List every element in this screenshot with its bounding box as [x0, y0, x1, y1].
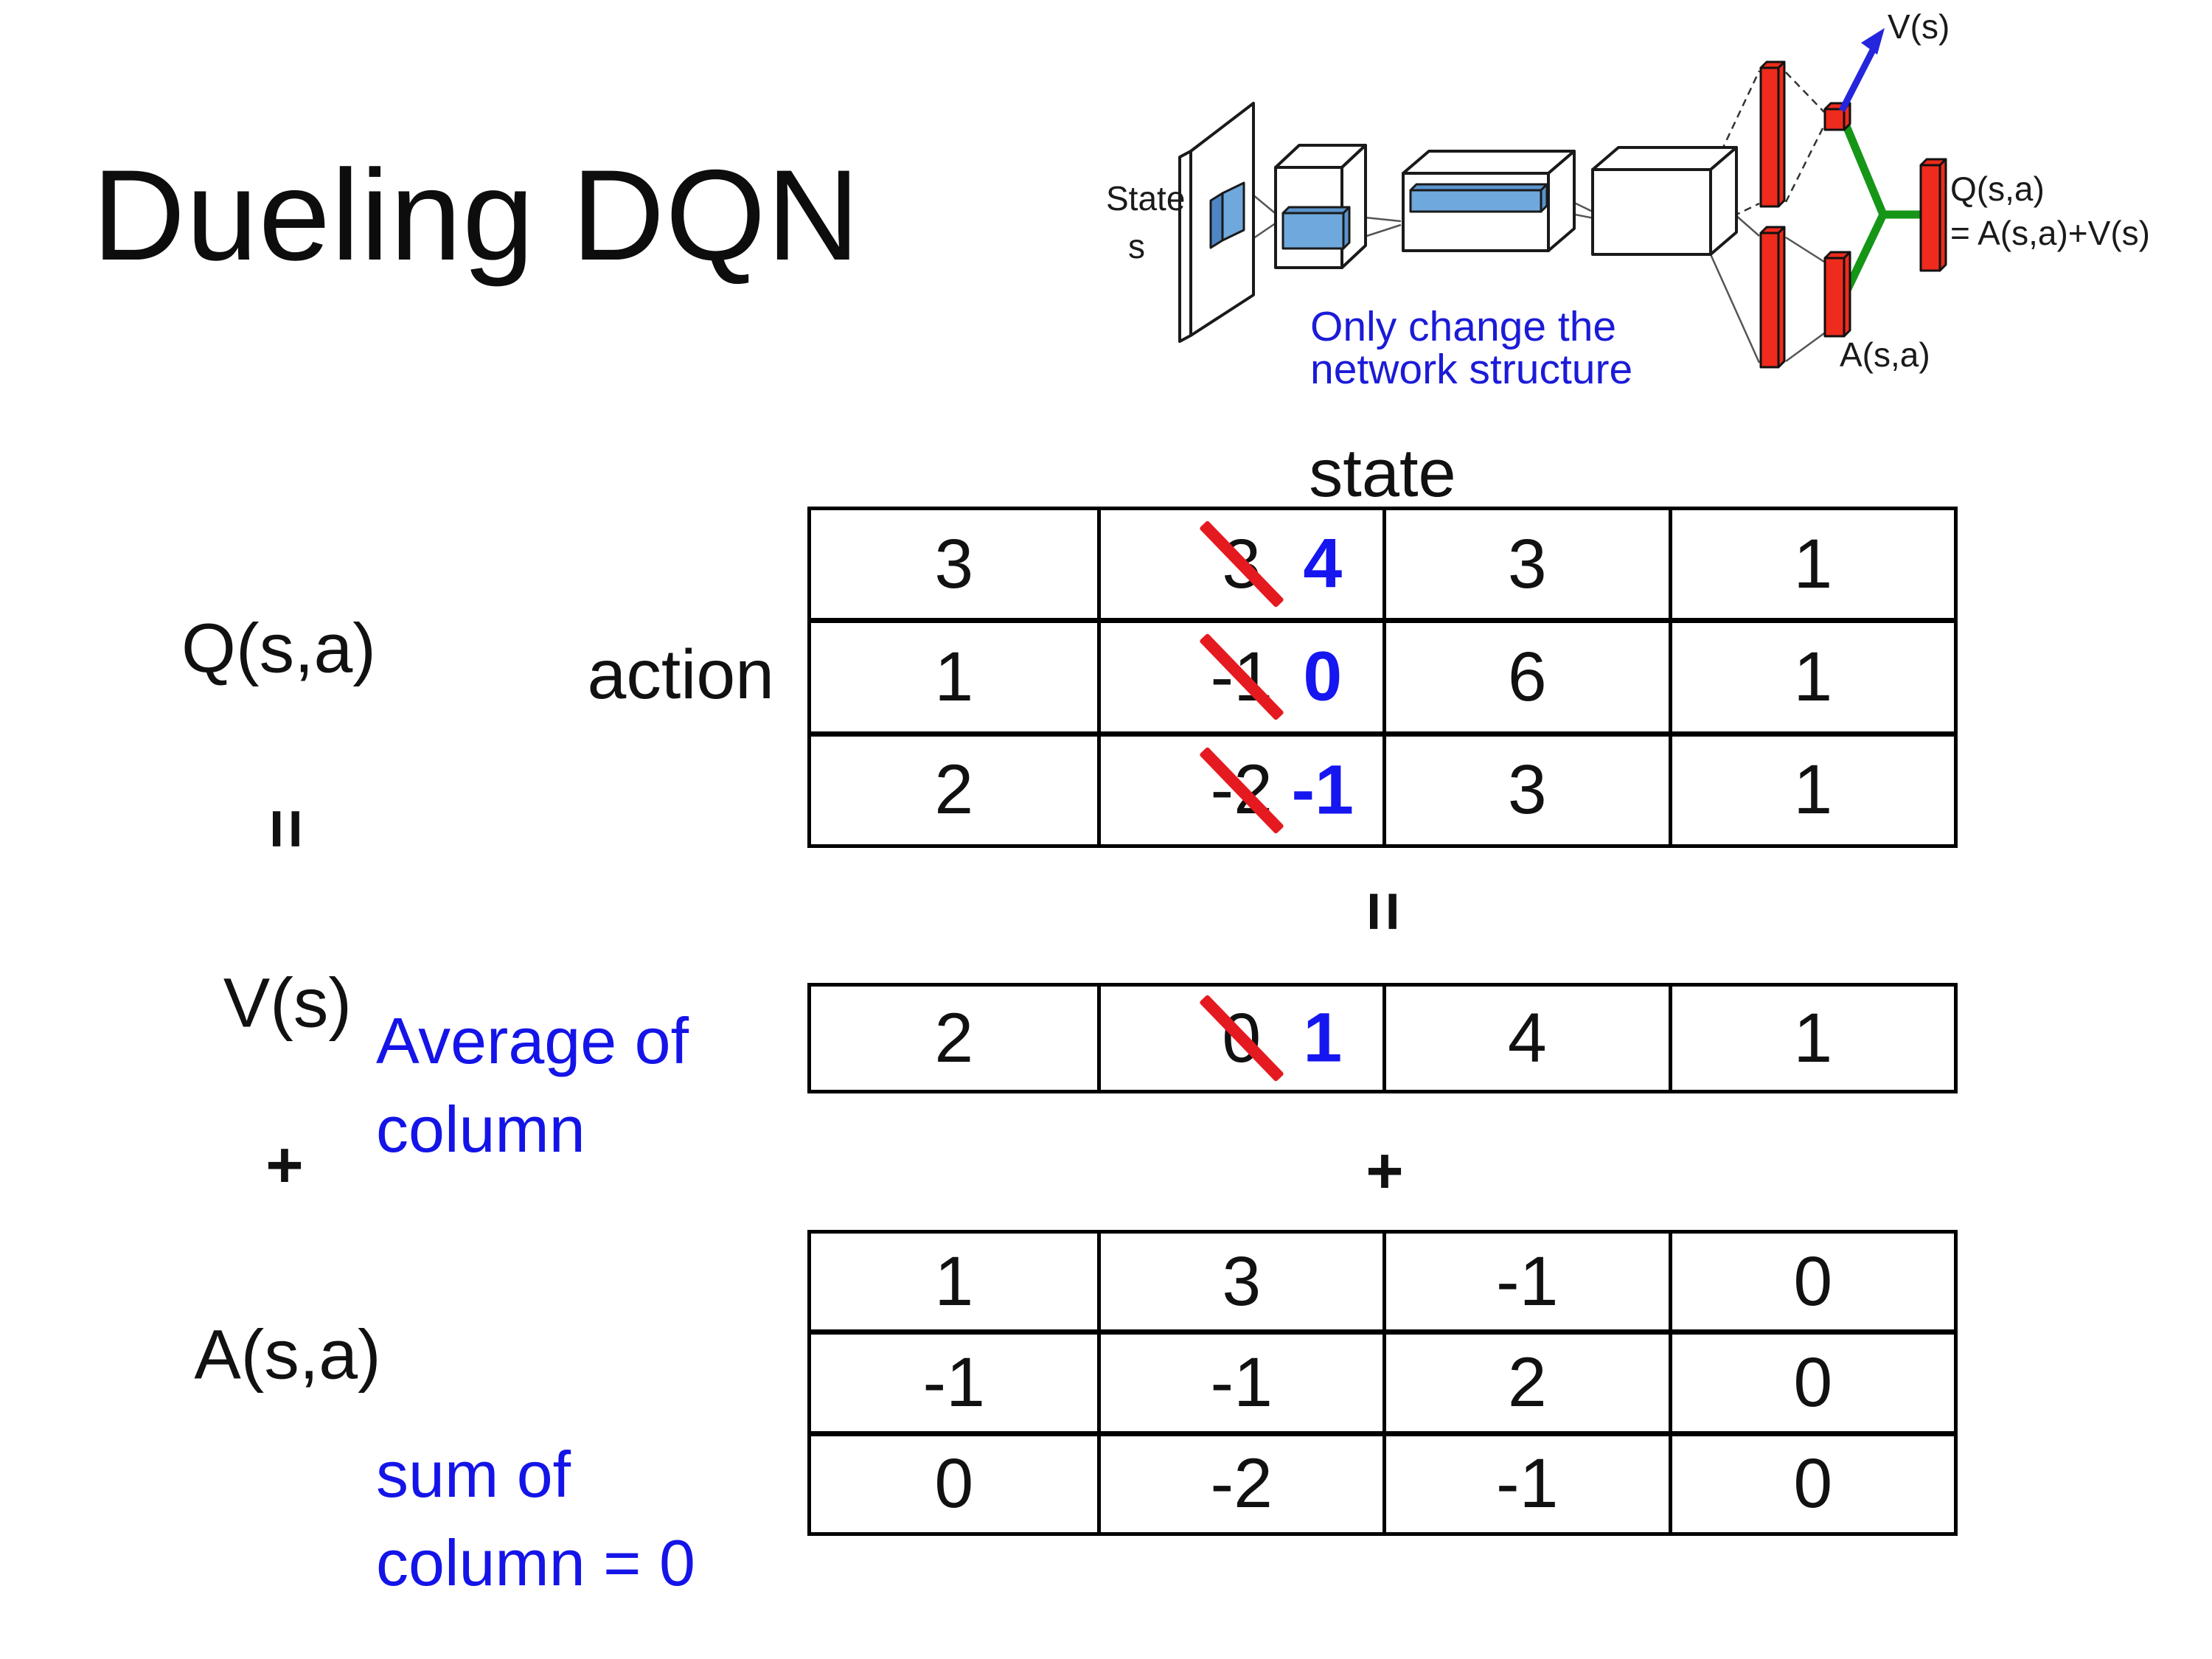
- cell-value: -1: [1496, 1242, 1559, 1321]
- cell-value: -1: [1210, 1343, 1273, 1422]
- table-cell: 2: [811, 987, 1097, 1090]
- cell-value: 1: [1793, 637, 1833, 716]
- cell-value: 4: [1507, 998, 1547, 1077]
- cell-value: 0: [1793, 1444, 1833, 1523]
- cell-value: -2: [1210, 1444, 1273, 1523]
- table-cell: 1: [811, 618, 1097, 731]
- diagram-q-label: Q(s,a): [1950, 170, 2045, 208]
- feature-map-bars: [1209, 181, 1548, 250]
- cell-value: 3: [1222, 1242, 1262, 1321]
- table-cell: 3: [1096, 1234, 1383, 1330]
- equals-sign-mid: =: [1344, 891, 1423, 932]
- table-cell: 01: [1096, 987, 1383, 1090]
- table-cell: 3: [811, 510, 1097, 618]
- table-cell: 2: [1382, 1329, 1669, 1431]
- state-axis-label: state: [1309, 436, 1456, 511]
- q-function-label: Q(s,a): [181, 609, 376, 688]
- table-cell: 0: [1668, 1234, 1955, 1330]
- cell-value: 6: [1507, 637, 1547, 716]
- corrected-value: 1: [1303, 998, 1343, 1077]
- cell-value: 2: [934, 998, 974, 1077]
- cell-value: 1: [934, 1242, 974, 1321]
- cell-value: 0: [1793, 1242, 1833, 1321]
- cell-value: 2: [1507, 1343, 1547, 1422]
- merge-green-lines: [1840, 120, 1920, 297]
- corrected-value: -1: [1291, 751, 1354, 830]
- sum-of-column-note: sum of column = 0: [376, 1430, 695, 1607]
- corrected-value: 4: [1303, 524, 1343, 603]
- table-cell: 0: [811, 1430, 1097, 1532]
- cell-value: 1: [1793, 751, 1833, 830]
- diagram-v-label: V(s): [1888, 7, 1950, 46]
- diagram-state-label: State: [1106, 179, 1185, 218]
- table-cell: -2: [1096, 1430, 1382, 1532]
- a-function-label: A(s,a): [194, 1315, 381, 1394]
- cell-value: 3: [1507, 524, 1547, 603]
- table-cell: -1: [811, 1329, 1097, 1430]
- note-line: sum of: [376, 1438, 571, 1511]
- action-axis-label: action: [587, 636, 774, 714]
- table-cell: 1: [811, 1234, 1097, 1329]
- table-cell: 2: [811, 731, 1097, 844]
- v-value-table: 2 01 4 1: [807, 983, 1958, 1093]
- note-line: column: [376, 1092, 585, 1166]
- cell-value: 0: [1793, 1343, 1833, 1422]
- v-function-label: V(s): [223, 964, 352, 1043]
- equals-sign-left: =: [247, 808, 326, 849]
- a-value-table: 1 3 -1 0 -1 -1 2 0 0 -2 -1 0: [807, 1230, 1958, 1536]
- table-cell: 6: [1382, 618, 1669, 731]
- cell-value: 1: [934, 637, 974, 716]
- fc-red-bars: [1759, 60, 1947, 369]
- table-cell: 1: [1668, 618, 1954, 731]
- cell-value: -1: [1496, 1444, 1559, 1523]
- cell-value: 3: [1507, 751, 1547, 830]
- table-cell: -1: [1096, 1329, 1382, 1431]
- table-cell: 3: [1382, 510, 1669, 619]
- cell-value: 1: [1793, 524, 1833, 603]
- average-of-column-note: Average of column: [376, 997, 689, 1173]
- diagram-q-formula: = A(s,a)+V(s): [1950, 214, 2150, 252]
- cell-value: -1: [922, 1343, 985, 1422]
- table-cell: -10: [1096, 618, 1382, 731]
- table-cell: 0: [1668, 1329, 1954, 1431]
- diagram-note-line2: network structure: [1310, 346, 1632, 393]
- corrected-value: 0: [1303, 637, 1343, 716]
- table-cell: -1: [1382, 1234, 1669, 1330]
- cell-value: 1: [1793, 998, 1833, 1077]
- cell-value: 0: [934, 1444, 974, 1523]
- v-output-arrow-icon: [1838, 28, 1885, 113]
- table-cell: 3: [1382, 731, 1669, 844]
- cell-value: 2: [934, 751, 974, 830]
- table-cell: 1: [1668, 731, 1954, 844]
- cell-value: 3: [934, 524, 974, 603]
- table-cell: -1: [1382, 1430, 1669, 1532]
- table-cell: 4: [1382, 987, 1669, 1090]
- note-line: column = 0: [376, 1526, 695, 1599]
- plus-sign-mid: +: [1366, 1134, 1404, 1207]
- note-line: Average of: [376, 1004, 689, 1077]
- dueling-network-diagram: State s V(s) Q(s,a) = A(s,a)+V(s) A(s,a)…: [1106, 7, 2150, 393]
- table-cell: -2-1: [1096, 731, 1382, 844]
- diagram-state-s-label: s: [1128, 227, 1145, 265]
- table-cell: 1: [1668, 510, 1955, 619]
- plus-sign-left: +: [265, 1128, 304, 1201]
- table-cell: 34: [1096, 510, 1383, 619]
- diagram-note-line1: Only change the: [1310, 303, 1616, 350]
- table-cell: 1: [1668, 987, 1955, 1090]
- page-title: Dueling DQN: [92, 144, 860, 288]
- table-cell: 0: [1668, 1430, 1954, 1532]
- diagram-a-label: A(s,a): [1840, 335, 1930, 374]
